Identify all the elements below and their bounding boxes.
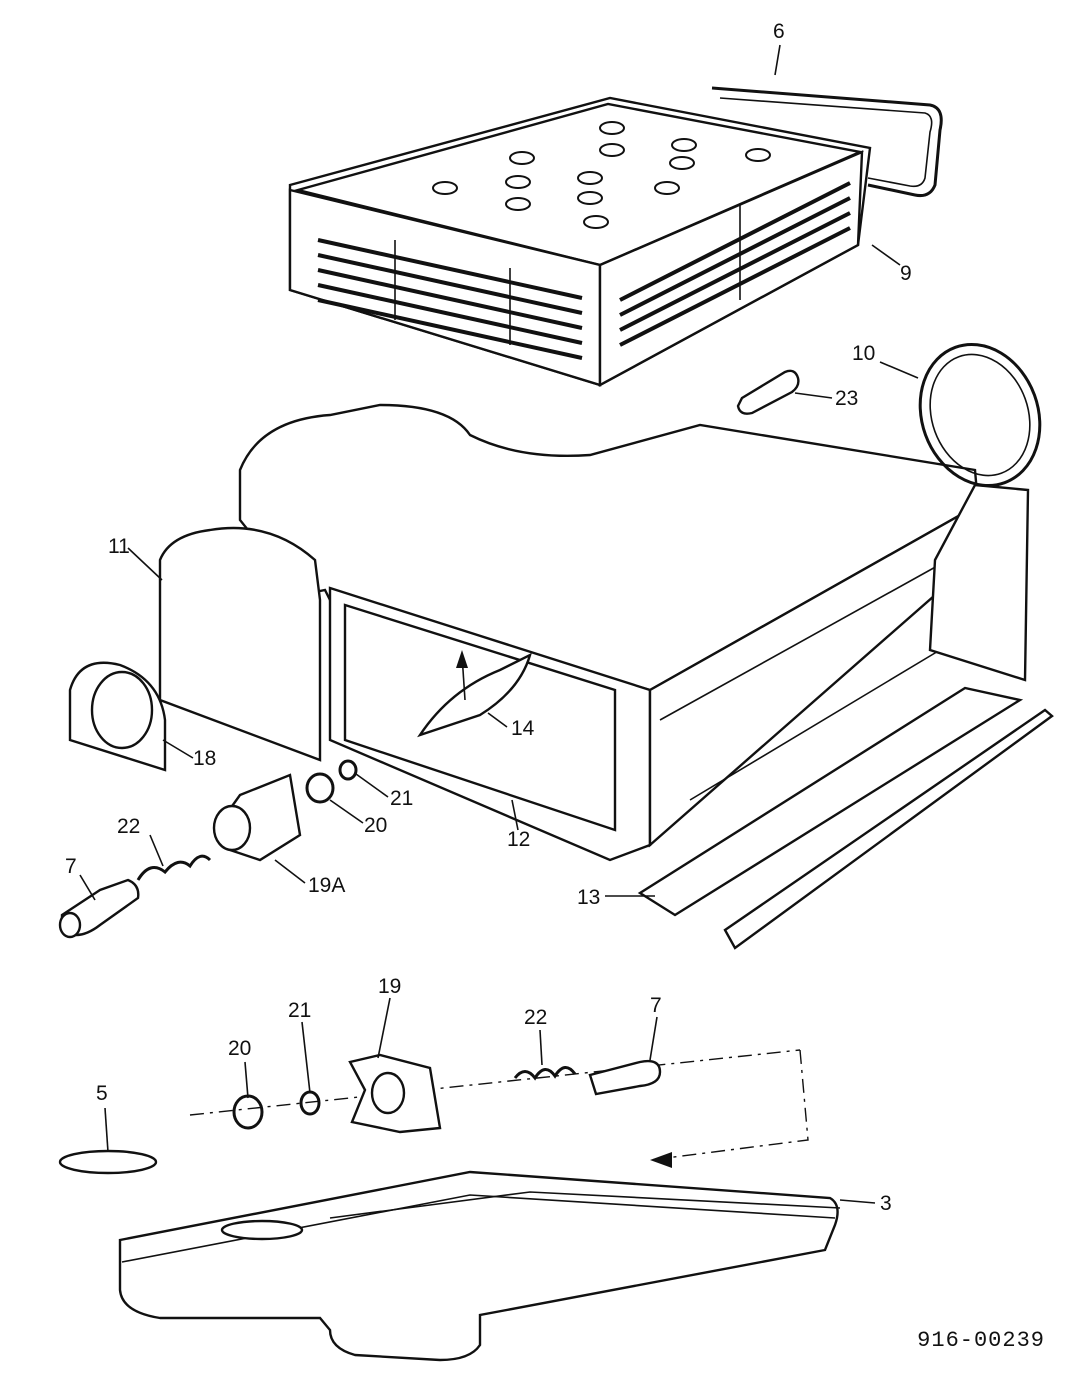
label-7-upper: 7 (65, 855, 77, 878)
label-12: 12 (507, 828, 530, 851)
drawing-number: 916-00239 (917, 1328, 1045, 1353)
label-22-upper: 22 (117, 815, 140, 838)
label-20-lower: 20 (228, 1037, 251, 1060)
upper-valve-assembly (58, 759, 358, 939)
label-22-lower: 22 (524, 1006, 547, 1029)
heat-exchanger-cassette (288, 86, 943, 388)
label-13: 13 (577, 886, 600, 909)
leader-lines (79, 44, 919, 1204)
cap (58, 1149, 158, 1175)
label-9: 9 (900, 262, 912, 285)
label-18: 18 (193, 747, 216, 770)
label-10: 10 (852, 342, 875, 365)
base-tray (118, 1170, 841, 1362)
pin (736, 369, 800, 415)
label-7-lower: 7 (650, 994, 662, 1017)
ring-seal (918, 342, 1042, 488)
label-11: 11 (108, 535, 130, 558)
label-6: 6 (773, 20, 785, 43)
label-5: 5 (96, 1082, 108, 1105)
callout-labels: 6 9 10 23 11 14 18 21 20 12 22 7 19A 13 … (65, 20, 912, 1215)
label-21-lower: 21 (288, 999, 311, 1022)
label-3: 3 (880, 1192, 892, 1215)
label-19A: 19A (308, 874, 345, 897)
cover-plate (637, 686, 1054, 950)
label-21-upper: 21 (390, 787, 413, 810)
label-20-upper: 20 (364, 814, 387, 837)
lower-valve-assembly (189, 1049, 809, 1168)
flange (68, 661, 167, 772)
label-23: 23 (835, 387, 858, 410)
label-19: 19 (378, 975, 401, 998)
duct-housing (158, 403, 1030, 862)
label-14: 14 (511, 717, 535, 740)
